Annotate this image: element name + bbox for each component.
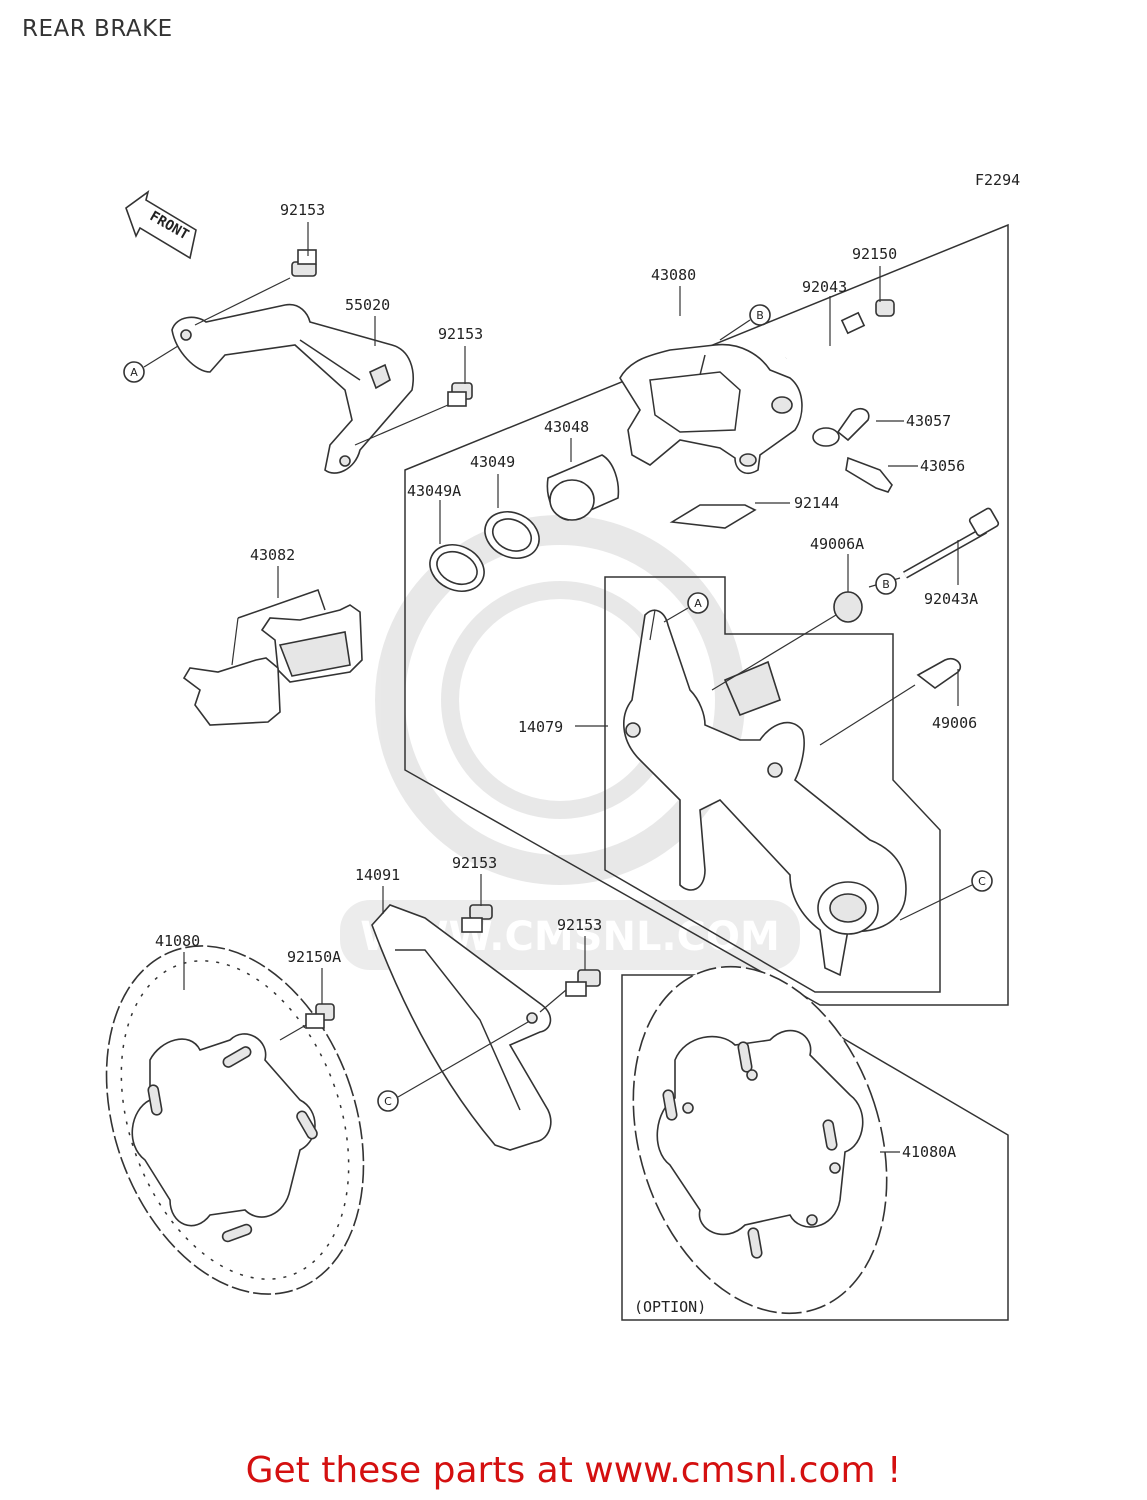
part-label: 49006 bbox=[932, 714, 977, 732]
option-note: (OPTION) bbox=[634, 1298, 706, 1316]
figure-code: F2294 bbox=[975, 171, 1020, 189]
pedal-bracket-part bbox=[171, 303, 414, 474]
part-label: 92153 bbox=[280, 201, 325, 219]
bolt-92153-guard-a-part bbox=[461, 904, 493, 933]
bleeder-43057-part bbox=[812, 408, 870, 447]
ref-b-pin: B bbox=[868, 573, 901, 595]
ref-a-bracket: A bbox=[663, 592, 709, 623]
brake-pads-part bbox=[182, 589, 363, 726]
ref-c-guard-label: C bbox=[384, 1095, 392, 1108]
bolt-92150a-part bbox=[279, 1003, 335, 1041]
seal-43049a-part bbox=[429, 544, 485, 592]
part-label: 14079 bbox=[518, 718, 563, 736]
piston-43048-part bbox=[546, 454, 620, 521]
part-label: 92150 bbox=[852, 245, 897, 263]
bolt-92153-top-part bbox=[194, 249, 317, 326]
watermark: WWW.CMSNL.COM bbox=[340, 515, 800, 970]
part-label: 43049A bbox=[407, 482, 461, 500]
ref-a-left: A bbox=[123, 345, 179, 383]
pin-92043a-part bbox=[903, 507, 1000, 579]
caliper-assembly-frame bbox=[404, 223, 1009, 1006]
pin-92043-part bbox=[785, 311, 866, 360]
ref-a-left-label: A bbox=[130, 366, 138, 379]
part-label: 14091 bbox=[355, 866, 400, 884]
boot-49006-part bbox=[819, 657, 962, 746]
bleeder-43056-part bbox=[845, 456, 893, 493]
caliper-part bbox=[619, 343, 803, 474]
part-label: 43082 bbox=[250, 546, 295, 564]
page-title: REAR BRAKE bbox=[22, 16, 173, 42]
part-label: 41080 bbox=[155, 932, 200, 950]
ref-b-caliper-label: B bbox=[756, 309, 764, 322]
ref-c-bracket-label: C bbox=[978, 875, 986, 888]
part-label: 92144 bbox=[794, 494, 839, 512]
bolt-92153-guard-b-part bbox=[539, 969, 601, 1013]
caliper-bracket-part bbox=[623, 609, 907, 977]
ref-c-guard: C bbox=[377, 1021, 529, 1112]
seal-43049-part bbox=[484, 511, 540, 559]
optional-brake-disc-part bbox=[632, 965, 888, 1315]
part-label: 43057 bbox=[906, 412, 951, 430]
part-label: 92150A bbox=[287, 948, 341, 966]
part-label: 92153 bbox=[452, 854, 497, 872]
part-label: 92043 bbox=[802, 278, 847, 296]
ref-a-bracket-label: A bbox=[694, 597, 702, 610]
part-label: 55020 bbox=[345, 296, 390, 314]
part-label: 43049 bbox=[470, 453, 515, 471]
parts-diagram: WWW.CMSNL.COM F2294 FRONT bbox=[105, 171, 1020, 1321]
promo-link[interactable]: Get these parts at www.cmsnl.com ! bbox=[245, 1450, 902, 1491]
part-label: 43048 bbox=[544, 418, 589, 436]
part-label: 92153 bbox=[557, 916, 602, 934]
front-arrow-icon: FRONT bbox=[125, 190, 197, 260]
ref-b-pin-label: B bbox=[882, 578, 890, 591]
part-label: 92153 bbox=[438, 325, 483, 343]
part-label: 41080A bbox=[902, 1143, 956, 1161]
leader-lines bbox=[183, 222, 959, 1153]
brake-disc-part bbox=[105, 945, 365, 1295]
ref-b-caliper: B bbox=[719, 304, 771, 341]
part-label: 43056 bbox=[920, 457, 965, 475]
part-label: 49006A bbox=[810, 535, 864, 553]
ref-c-bracket: C bbox=[899, 870, 993, 921]
chain-guard-part bbox=[371, 904, 552, 1151]
bolt-92153-mid-part bbox=[354, 382, 473, 446]
spring-92144-part bbox=[669, 504, 757, 529]
cap-92150-part bbox=[875, 299, 895, 317]
part-label: 92043A bbox=[924, 590, 978, 608]
part-label: 43080 bbox=[651, 266, 696, 284]
bracket-sub-frame bbox=[604, 576, 941, 993]
